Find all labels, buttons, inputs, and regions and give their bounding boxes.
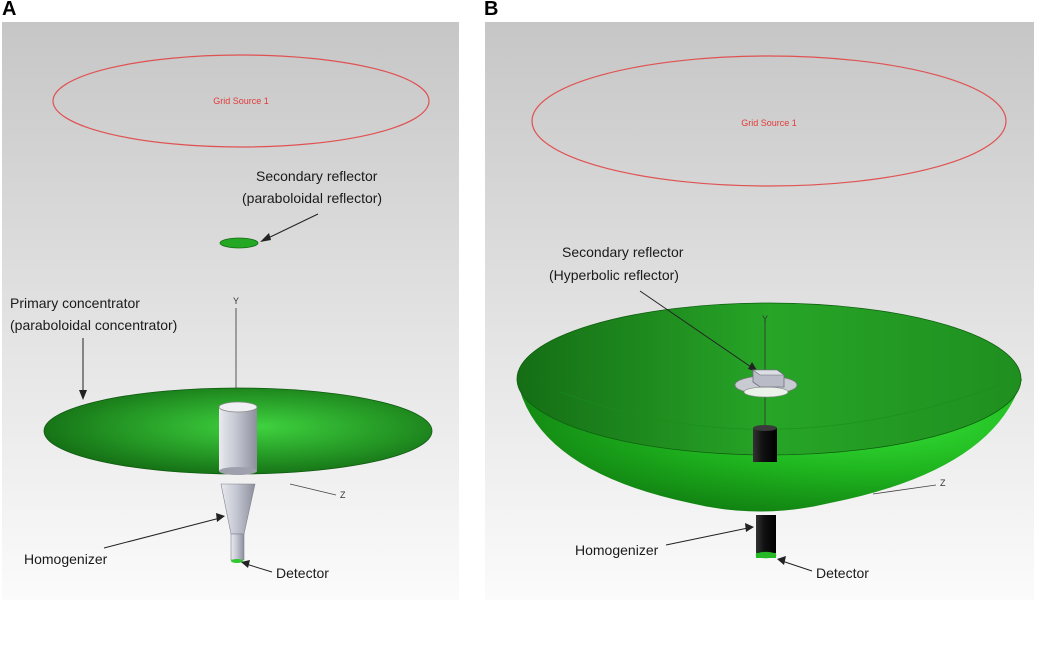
panel-b-upper-cylinder-top [753,425,777,431]
panel-b-secondary-arrow [639,290,755,370]
panel-a-homogenizer-label: Homogenizer [24,551,108,567]
panel-a: Grid Source 1 Secondary reflector (parab… [2,22,459,600]
panel-a-cylinder-bottom [219,467,257,475]
panel-a-secondary-reflector [219,237,259,249]
panel-a-primary-label-2: (paraboloidal concentrator) [10,317,177,333]
panel-b-y-axis-label: Y [762,314,768,324]
panel-a-detector-arrow [245,563,273,573]
panel-b-homogenizer-arrowhead [745,523,754,532]
panel-b-secondary-label-1: Secondary reflector [562,244,684,260]
panel-b-detector-arrow [781,560,813,572]
panel-b-detector-body [756,553,776,558]
panel-b: Grid Source 1 Secondary reflector (Hyper… [485,22,1052,600]
panel-b-detector-label: Detector [816,565,869,581]
panel-a-secondary-label-2: (paraboloidal reflector) [242,190,382,206]
panel-b-homogenizer-arrow [665,527,749,546]
panel-a-letter: A [2,0,17,20]
panel-b-grid-source-label: Grid Source 1 [741,118,797,128]
panel-a-detector-label: Detector [276,565,329,581]
panel-b-z-axis [872,484,937,495]
panel-a-secondary-arrow [263,213,319,241]
panel-b-secondary-reflector [743,386,789,398]
panel-b-letter: B [484,0,499,20]
panel-a-y-axis-label: Y [233,296,239,306]
panel-a-primary-arrowhead [79,390,87,400]
panel-b-grid-source-ellipse [531,55,1007,187]
panel-b-detector-arrowhead [777,556,786,565]
panel-b-homogenizer [756,515,776,555]
panel-a-primary-label-1: Primary concentrator [10,295,140,311]
panel-a-secondary-label-1: Secondary reflector [256,168,378,184]
panel-a-z-axis [289,483,337,496]
panel-a-homogenizer-stem [230,533,245,561]
panel-b-secondary-box-top [752,369,785,376]
panel-b-secondary-arrowhead [748,362,758,372]
panel-a-z-axis-label: Z [340,490,346,500]
panel-b-homogenizer-label: Homogenizer [575,542,659,558]
panel-a-cylinder-top [218,401,258,413]
panel-a-grid-source-label: Grid Source 1 [213,96,269,106]
panel-b-secondary-label-2: (Hyperbolic reflector) [549,267,679,283]
panel-a-grid-source-ellipse [52,54,430,148]
panel-a-secondary-arrowhead [260,233,271,242]
panel-a-central-cylinder [219,407,257,471]
panel-b-z-axis-label: Z [940,478,946,488]
panel-a-detector-arrowhead [241,560,250,568]
panel-a-homogenizer-arrowhead [216,513,225,522]
panel-b-upper-cylinder [753,428,777,462]
panel-a-detector [231,559,243,563]
panel-b-right-margin [1034,22,1052,600]
panel-a-homogenizer-arrow [103,517,221,549]
